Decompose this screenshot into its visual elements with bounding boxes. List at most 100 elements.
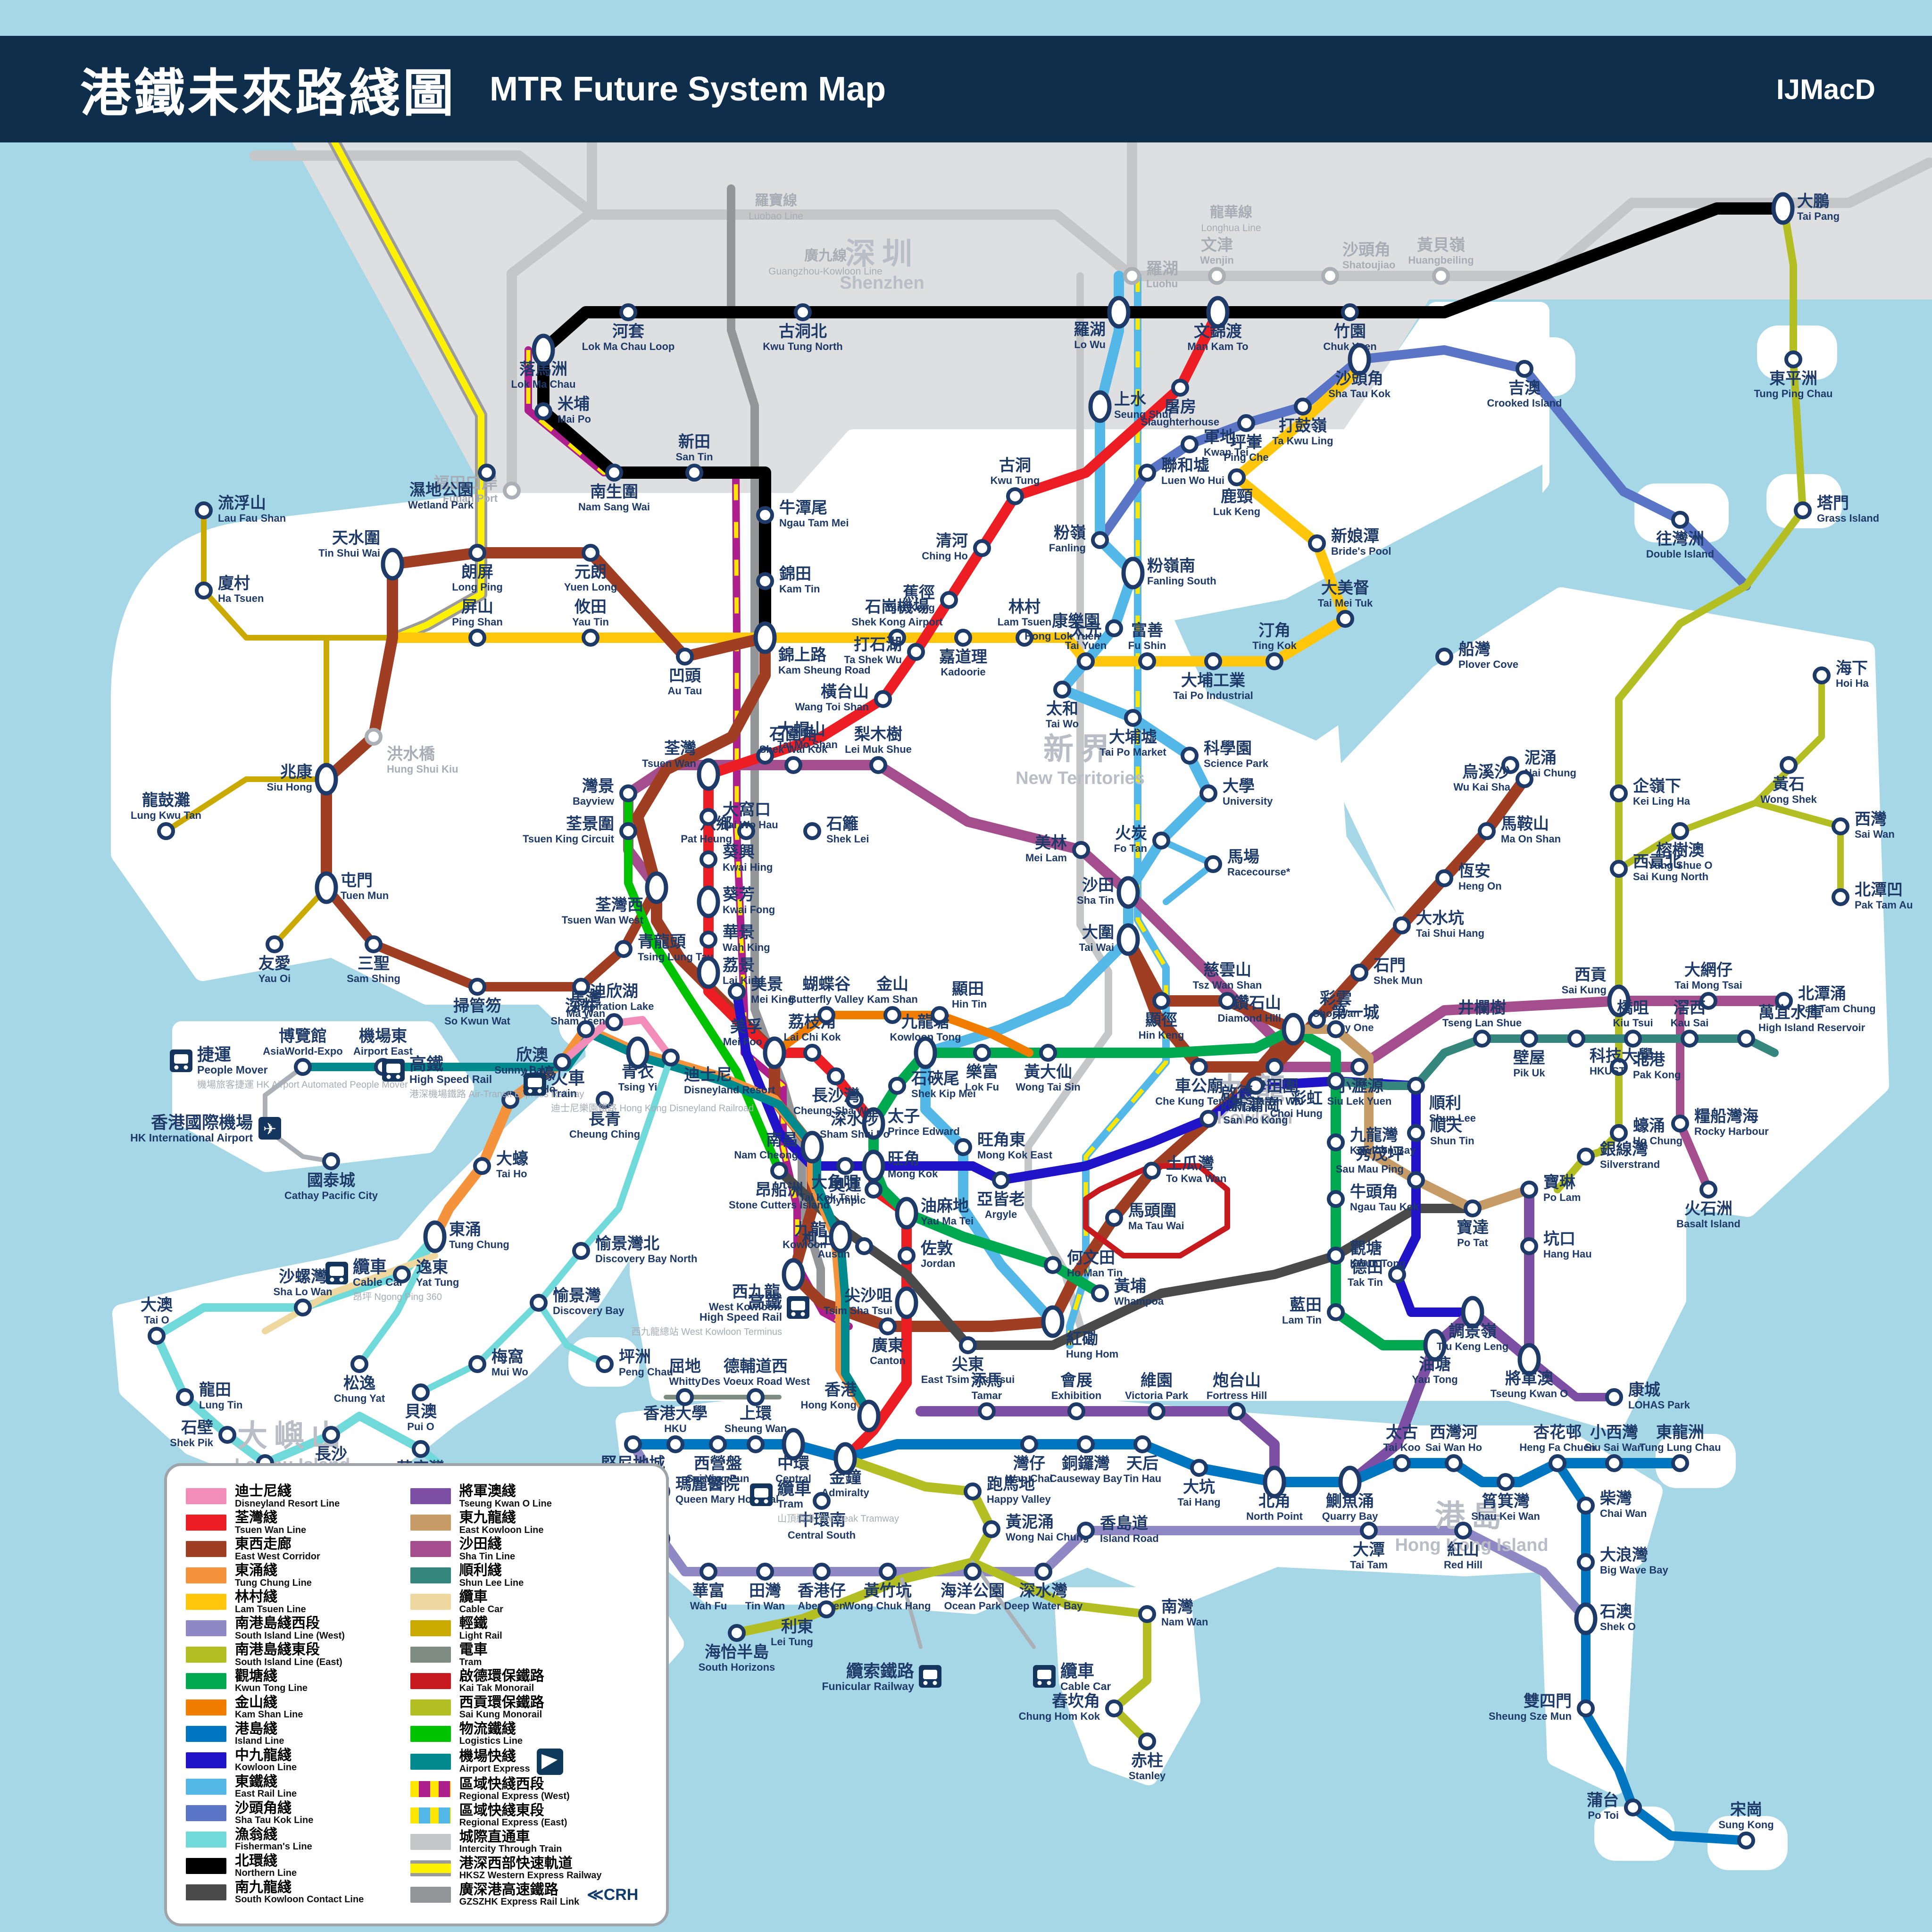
station-Lok Ma Chau[interactable] — [532, 333, 555, 366]
station-Yuen Long[interactable] — [582, 544, 600, 562]
station-Bride's Pool[interactable] — [1308, 534, 1326, 552]
station-LOHAS Park[interactable] — [1605, 1388, 1623, 1406]
station-Wan Chai[interactable] — [1020, 1435, 1038, 1453]
station-Choi Wan[interactable] — [1327, 1020, 1345, 1038]
station-San Po Kong[interactable] — [1247, 1077, 1265, 1095]
station-Tai Mo Shan[interactable] — [756, 747, 774, 765]
station-Tung Chung[interactable] — [423, 1220, 447, 1253]
station-Lok Ma Chau Loop[interactable] — [619, 303, 637, 321]
station-Wetland Park[interactable] — [478, 464, 496, 482]
station-Kei Ling Ha[interactable] — [1610, 784, 1628, 802]
station-Kowloon Tong[interactable] — [914, 1036, 937, 1069]
station-Shatoujiao[interactable] — [1321, 267, 1339, 285]
station-Nam Wan[interactable] — [1138, 1605, 1156, 1623]
station-Lai Chi Kok[interactable] — [803, 1044, 821, 1062]
station-Tung Ping Chau[interactable] — [1784, 350, 1802, 368]
station-Cathay Pacific City[interactable] — [322, 1152, 340, 1170]
station-Sham Shui Po[interactable] — [846, 1091, 864, 1109]
station-Tseng Lan Shue[interactable] — [1473, 1030, 1491, 1048]
station-Heng Fa Chuen[interactable] — [1549, 1454, 1566, 1472]
station-Kam Sheung Road[interactable] — [753, 621, 777, 654]
station-Sunny Bay[interactable] — [553, 1053, 571, 1071]
station-Siu Ho[interactable] — [501, 1091, 519, 1109]
station-High Island Reservoir[interactable] — [1737, 1030, 1755, 1048]
station-Shek Wai Kok[interactable] — [784, 756, 802, 774]
station-Siu Lek Yuen[interactable] — [1350, 1058, 1368, 1076]
station-Sai Kung[interactable] — [1607, 984, 1631, 1017]
station-Pak Tam Au[interactable] — [1832, 888, 1849, 906]
station-Yung Shue O[interactable] — [1671, 822, 1689, 840]
station-Ting Kok[interactable] — [1266, 652, 1283, 670]
station-Wong Shek[interactable] — [1780, 756, 1798, 774]
station-Disneyland Resort[interactable] — [662, 1049, 680, 1066]
station-Lung Kwu Tan[interactable] — [157, 822, 175, 840]
station-Wong Tai Sin[interactable] — [1039, 1044, 1057, 1062]
station-Tin Shui Wai[interactable] — [381, 548, 404, 581]
station-Plover Cove[interactable] — [1435, 648, 1453, 666]
station-Ha Tsuen[interactable] — [195, 582, 213, 600]
station-Ping Shan[interactable] — [468, 629, 486, 647]
station-AsiaWorld-Expo[interactable] — [294, 1058, 312, 1076]
station-Wong Nai Chung[interactable] — [983, 1520, 1000, 1538]
station-Tamar[interactable] — [978, 1402, 996, 1420]
station-Kam Shan[interactable] — [883, 1006, 901, 1024]
station-Tsuen Wan[interactable] — [697, 758, 720, 791]
station-Tai Wo Hau[interactable] — [700, 808, 717, 826]
station-Mui Wo[interactable] — [468, 1355, 486, 1373]
station-Mei Foo[interactable] — [763, 1036, 786, 1069]
station-Au Tau[interactable] — [676, 648, 694, 666]
station-Kam Tin[interactable] — [756, 572, 774, 590]
station-Shun Lee[interactable] — [1407, 1077, 1425, 1095]
station-Luk Keng[interactable] — [1228, 468, 1246, 486]
station-Fo Tan[interactable] — [1152, 832, 1170, 849]
station-Chai Wan[interactable] — [1577, 1497, 1595, 1515]
station-Crooked Island[interactable] — [1516, 360, 1533, 378]
station-Central[interactable] — [782, 1428, 805, 1461]
station-East Tsim Sha Tsui[interactable] — [959, 1336, 977, 1354]
station-Wong Chuk Hang[interactable] — [879, 1563, 897, 1581]
station-Tai Tam[interactable] — [1360, 1522, 1378, 1540]
station-Kiu Tsui[interactable] — [1624, 1030, 1642, 1048]
station-Tai Wai[interactable] — [1116, 923, 1140, 956]
station-Sau Mau Ping[interactable] — [1407, 1171, 1425, 1189]
station-Happy Valley[interactable] — [964, 1482, 982, 1500]
station-Tin Hau[interactable] — [1133, 1435, 1151, 1453]
station-Lau Fau Shan[interactable] — [195, 501, 213, 519]
station-Hang Hau[interactable] — [1520, 1237, 1538, 1255]
station-Ta Shek Wu[interactable] — [907, 643, 925, 661]
station-Long Ping[interactable] — [468, 544, 486, 562]
station-Silverstrand[interactable] — [1577, 1148, 1595, 1166]
station-Admiralty[interactable] — [833, 1442, 857, 1475]
station-Grass Island[interactable] — [1794, 501, 1812, 519]
station-Kadoorie[interactable] — [954, 629, 972, 647]
station-Hung Hom[interactable] — [1041, 1305, 1065, 1338]
station-Wah King[interactable] — [700, 931, 717, 949]
station-Des Voeux Road West[interactable] — [747, 1388, 765, 1406]
station-Pak Kong[interactable] — [1610, 1058, 1628, 1076]
station-Lam Tin[interactable] — [1327, 1303, 1345, 1321]
station-Luen Wo Hui[interactable] — [1138, 464, 1156, 482]
station-Double Island[interactable] — [1671, 511, 1689, 529]
station-Pak Tam Chung[interactable] — [1775, 992, 1793, 1010]
station-Olympic[interactable] — [836, 1157, 854, 1175]
station-Siu Hong[interactable] — [315, 763, 338, 796]
station-Tsing Lung Tau[interactable] — [615, 940, 633, 958]
station-Tsz Wan Shan[interactable] — [1218, 992, 1236, 1010]
station-Mai Po[interactable] — [534, 402, 552, 420]
station-HKUST[interactable] — [1567, 1030, 1585, 1048]
station-Sha Lo Wan[interactable] — [294, 1299, 312, 1316]
station-Kwai Fong[interactable] — [697, 885, 720, 918]
station-Kowloon[interactable] — [829, 1220, 852, 1253]
station-Mong Kok East[interactable] — [954, 1138, 972, 1156]
station-Kwai Hing[interactable] — [700, 850, 717, 868]
station-Shek O[interactable] — [1574, 1602, 1598, 1635]
station-Lai King[interactable] — [697, 956, 720, 989]
station-Tai Mei Tuk[interactable] — [1336, 610, 1354, 628]
station-Hong Lok Yuen[interactable] — [1105, 619, 1123, 637]
station-Tai Ho[interactable] — [473, 1157, 491, 1175]
station-Mei Lam[interactable] — [1072, 841, 1090, 859]
station-Shun Tin[interactable] — [1407, 1124, 1425, 1142]
station-Stone Cutters Island[interactable] — [770, 1162, 788, 1180]
station-Yau Tong[interactable] — [1423, 1329, 1447, 1362]
